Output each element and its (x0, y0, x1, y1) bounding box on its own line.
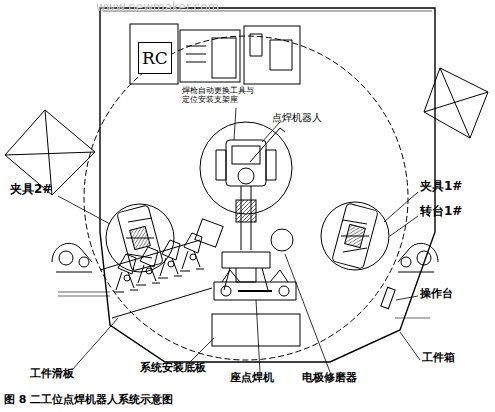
work-range-circle (84, 36, 408, 360)
drawing-stroke (79, 257, 89, 267)
drawing-stroke (114, 254, 138, 292)
drawing-stroke (190, 254, 196, 260)
drawing-stroke (216, 150, 276, 180)
drawing-stroke (250, 34, 292, 70)
part-label: 系统安装底板 (140, 362, 206, 375)
drawing-stroke (321, 202, 389, 270)
box-label: RC (142, 48, 168, 68)
drawing-stroke (398, 243, 438, 262)
drawing-stroke (401, 257, 411, 267)
drawing-stroke (180, 233, 204, 271)
drawing-stroke (221, 286, 231, 296)
part-label: 转台1# (420, 205, 462, 219)
drawing-stroke (396, 296, 418, 300)
workpiece-slide (100, 233, 212, 318)
controller-box: RC (138, 42, 172, 74)
drawing-stroke (424, 68, 488, 138)
drawing-stroke (250, 128, 285, 162)
drawing-stroke (158, 240, 182, 278)
cabinet-group (130, 24, 300, 84)
part-label: 座点焊机 (230, 372, 274, 385)
drawing-stroke (384, 192, 418, 222)
drawing-stroke (190, 338, 214, 362)
watermark: www.newmaker.com (96, 1, 219, 15)
drawing-stroke (262, 122, 280, 142)
dimension-mark (58, 292, 110, 296)
safety-fence (100, 8, 435, 362)
drawing-stroke (180, 30, 240, 82)
drawing-stroke (146, 268, 152, 274)
drawing-stroke (236, 200, 256, 222)
drawing-stroke (226, 140, 266, 186)
mounting-plate (212, 314, 300, 346)
pedestal-welder (214, 270, 296, 300)
drawing-stroke (168, 261, 174, 267)
fixture-2 (106, 204, 174, 272)
part-label: 点焊机器人 (272, 112, 322, 124)
drawing-stroke (222, 252, 270, 268)
drawing-stroke (398, 272, 434, 273)
operator-station-right (398, 243, 438, 272)
drawing-stroke (285, 254, 330, 372)
fixture-1-turntable (321, 202, 389, 270)
drawing-stroke (186, 46, 206, 62)
spot-welding-robot (216, 128, 285, 290)
drawing-stroke (52, 243, 92, 262)
drawing-stroke (106, 204, 174, 272)
drawing-stroke (400, 332, 420, 360)
drawing-stroke (222, 270, 288, 282)
part-label: 工件滑板 (30, 368, 74, 381)
leader-lines (58, 108, 420, 372)
drawing-stroke (124, 275, 130, 281)
part-label: 工件箱 (422, 352, 455, 365)
drawing-stroke (214, 282, 296, 300)
drawing-stroke (256, 300, 260, 372)
part-box-right (424, 68, 488, 138)
drawing-stroke (130, 24, 178, 84)
part-label: 夹具2# (10, 183, 52, 197)
drawing-stroke (58, 196, 110, 224)
part-label: 夹具1# (420, 180, 462, 194)
drawing-stroke (212, 38, 236, 78)
part-label: 操作台 (420, 288, 453, 301)
drawing-stroke (234, 108, 236, 140)
operator-station-left (52, 243, 92, 272)
drawing-stroke (417, 251, 431, 265)
small-stand (195, 219, 223, 247)
drawing-stroke (238, 290, 272, 292)
drawing-stroke (345, 224, 366, 247)
dimension-mark (395, 318, 430, 319)
drawing-stroke (244, 26, 300, 84)
drawing-stroke (56, 272, 92, 273)
part-label: 电极修磨器 (302, 372, 357, 385)
figure-caption: 图 8 二工位点焊机器人系统示意图 (4, 394, 173, 407)
drawing-stroke (72, 318, 118, 370)
drawing-stroke (136, 247, 160, 285)
drawing-stroke (332, 203, 378, 269)
drawing-stroke (238, 168, 254, 184)
drawing-stroke (341, 220, 369, 252)
drawing-stroke (130, 226, 151, 249)
console (381, 287, 395, 309)
tip-dresser (271, 229, 293, 251)
part-label: 焊枪自动更换工具与定位安装支架座 (182, 86, 254, 104)
drawing-stroke (390, 216, 418, 236)
drawing-stroke (114, 233, 204, 292)
drawing-stroke (279, 286, 289, 296)
drawing-stroke (126, 218, 154, 258)
drawing-stroke (59, 251, 73, 265)
